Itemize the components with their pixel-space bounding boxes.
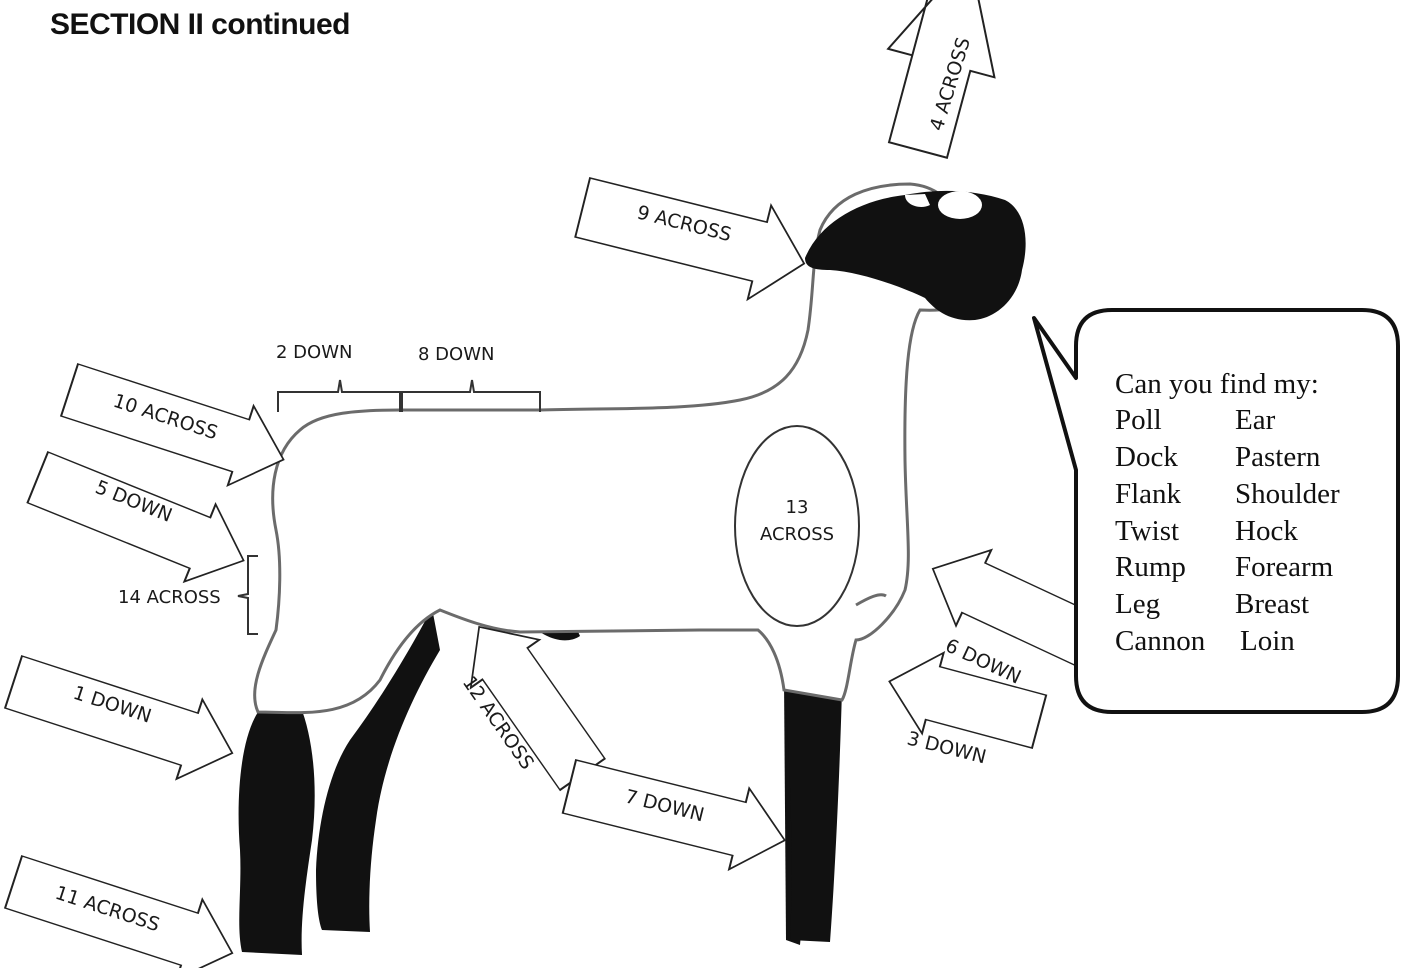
label-13-across-line2: ACROSS (760, 524, 834, 545)
brace-14-across (238, 556, 258, 634)
brace-8-down (402, 380, 540, 412)
label-2-down: 2 DOWN (276, 342, 352, 363)
bubble-right-1: Pastern (1235, 441, 1321, 473)
bubble-right-5: Breast (1235, 588, 1309, 620)
speech-bubble: Can you find my: Poll Ear Dock Pastern F… (1034, 310, 1398, 712)
label-14-across: 14 ACROSS (118, 587, 221, 608)
bubble-right-6: Loin (1240, 625, 1295, 657)
brace-2-down (278, 380, 400, 412)
bubble-right-3: Hock (1235, 515, 1298, 547)
bubble-left-3: Twist (1115, 515, 1179, 547)
bubble-heading: Can you find my: (1115, 368, 1319, 400)
hind-leg-rear (239, 705, 315, 955)
label-13-across-line1: 13 (786, 497, 809, 518)
bubble-left-2: Flank (1115, 478, 1182, 510)
bubble-left-5: Leg (1115, 588, 1160, 620)
bubble-left-1: Dock (1115, 441, 1178, 473)
bubble-right-2: Shoulder (1235, 478, 1340, 510)
bubble-left-4: Rump (1115, 551, 1186, 583)
bubble-right-4: Forearm (1235, 551, 1334, 583)
bubble-left-6: Cannon (1115, 625, 1206, 657)
bubble-right-0: Ear (1235, 404, 1276, 436)
sheep-illustration (239, 184, 1026, 955)
bubble-left-0: Poll (1115, 404, 1162, 436)
label-8-down: 8 DOWN (418, 344, 494, 365)
